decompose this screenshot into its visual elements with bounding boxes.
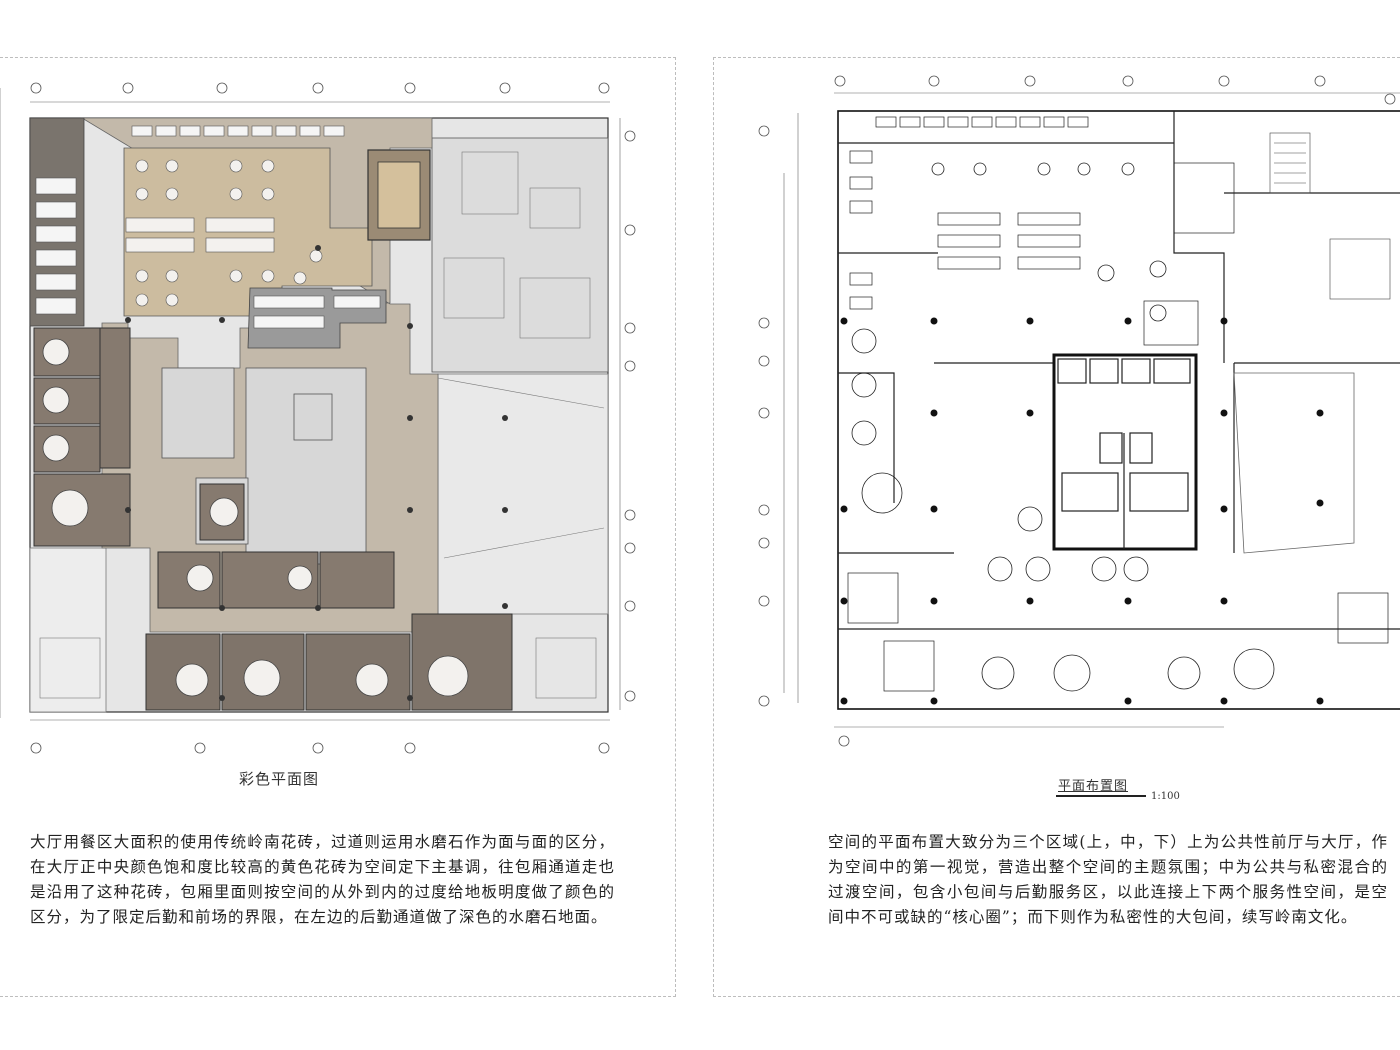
caption-underline bbox=[1056, 795, 1146, 797]
color-plan-caption: 彩色平面图 bbox=[239, 770, 320, 788]
layout-plan-panel: 平面布置图 1:100 空间的平面布置大致分为三个区域(上，中，下）上为公共性前… bbox=[713, 57, 1400, 997]
color-plan-description: 大厅用餐区大面积的使用传统岭南花砖，过道则运用水磨石作为面与面的区分，在大厅正中… bbox=[30, 833, 615, 926]
layout-plan-description: 空间的平面布置大致分为三个区域(上，中，下）上为公共性前厅与大厅，作为空间中的第… bbox=[828, 833, 1388, 926]
layout-floor-plan bbox=[758, 75, 1400, 747]
layout-plan-caption: 平面布置图 bbox=[1058, 779, 1129, 794]
scale-label: 1:100 bbox=[1151, 791, 1180, 802]
color-plan-panel: 彩色平面图 大厅用餐区大面积的使用传统岭南花砖，过道则运用水磨石作为面与面的区分… bbox=[0, 57, 676, 997]
color-floor-plan bbox=[0, 82, 636, 754]
